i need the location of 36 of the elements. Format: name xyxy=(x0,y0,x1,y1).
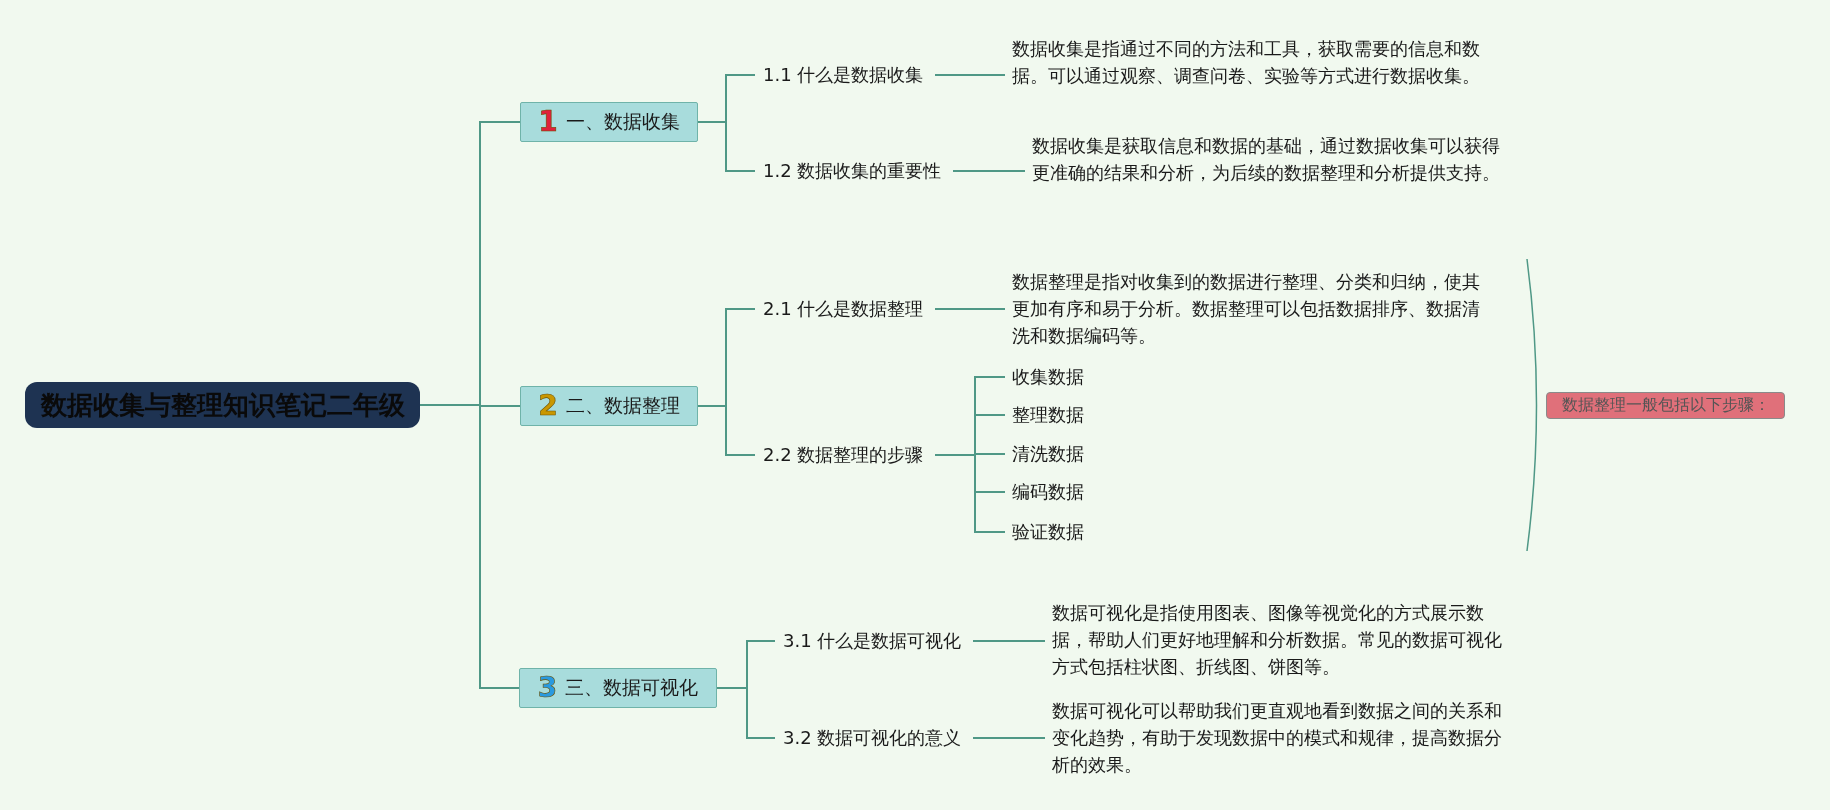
connector-line xyxy=(934,454,1006,533)
connector-line xyxy=(952,170,1026,172)
summary-note: 数据整理一般包括以下步骤： xyxy=(1546,392,1785,419)
topic-title: 二、数据整理 xyxy=(565,393,680,418)
topic-title: 三、数据可视化 xyxy=(565,675,699,700)
connector-line xyxy=(716,687,776,739)
description-text: 数据整理是指对收集到的数据进行整理、分类和归纳，使其更加有序和易于分析。数据整理可以包括数据排序、数据清洗和数据编码等。 xyxy=(1005,268,1485,349)
topic-number: 1 xyxy=(538,108,558,136)
subtopic-label: 3.1 什么是数据可视化 xyxy=(775,627,974,655)
subtopic-label: 1.2 数据收集的重要性 xyxy=(755,157,954,185)
subtopic-label: 3.2 数据可视化的意义 xyxy=(775,724,974,752)
step-label: 编码数据 xyxy=(1005,478,1091,506)
subtopic-label: 2.2 数据整理的步骤 xyxy=(755,441,936,469)
step-label: 清洗数据 xyxy=(1005,440,1091,468)
connector-line xyxy=(972,737,1046,739)
connector-line xyxy=(934,308,1006,310)
topic-number: 2 xyxy=(538,392,558,420)
step-label: 验证数据 xyxy=(1005,518,1091,546)
topic-title: 一、数据收集 xyxy=(565,109,680,134)
connector-line xyxy=(697,405,756,456)
connector-line xyxy=(697,121,756,172)
step-label: 收集数据 xyxy=(1005,363,1091,391)
description-text: 数据可视化可以帮助我们更直观地看到数据之间的关系和变化趋势，有助于发现数据中的模式和规律，提高数据分析的效果。 xyxy=(1045,697,1515,778)
description-text: 数据收集是指通过不同的方法和工具，获取需要的信息和数据。可以通过观察、调查问卷、实验等方式进行数据收集。 xyxy=(1005,35,1485,89)
description-text: 数据收集是获取信息和数据的基础，通过数据收集可以获得更准确的结果和分析，为后续的数据整理和分析提供支持。 xyxy=(1025,132,1505,186)
main-topic-box xyxy=(520,102,698,142)
subtopic-label: 1.1 什么是数据收集 xyxy=(755,61,936,89)
topic-number: 3 xyxy=(537,674,558,702)
main-topic-box xyxy=(520,386,698,426)
connector-line xyxy=(972,640,1046,642)
main-topic-box xyxy=(519,668,717,708)
connector-line xyxy=(934,74,1006,76)
subtopic-label: 2.1 什么是数据整理 xyxy=(755,295,936,323)
root-topic: 数据收集与整理知识笔记二年级 xyxy=(25,382,420,428)
step-label: 整理数据 xyxy=(1005,401,1091,429)
description-text: 数据可视化是指使用图表、图像等视觉化的方式展示数据，帮助人们更好地理解和分析数据。常见的数据可视化方式包括柱状图、折线图、饼图等。 xyxy=(1045,599,1515,680)
